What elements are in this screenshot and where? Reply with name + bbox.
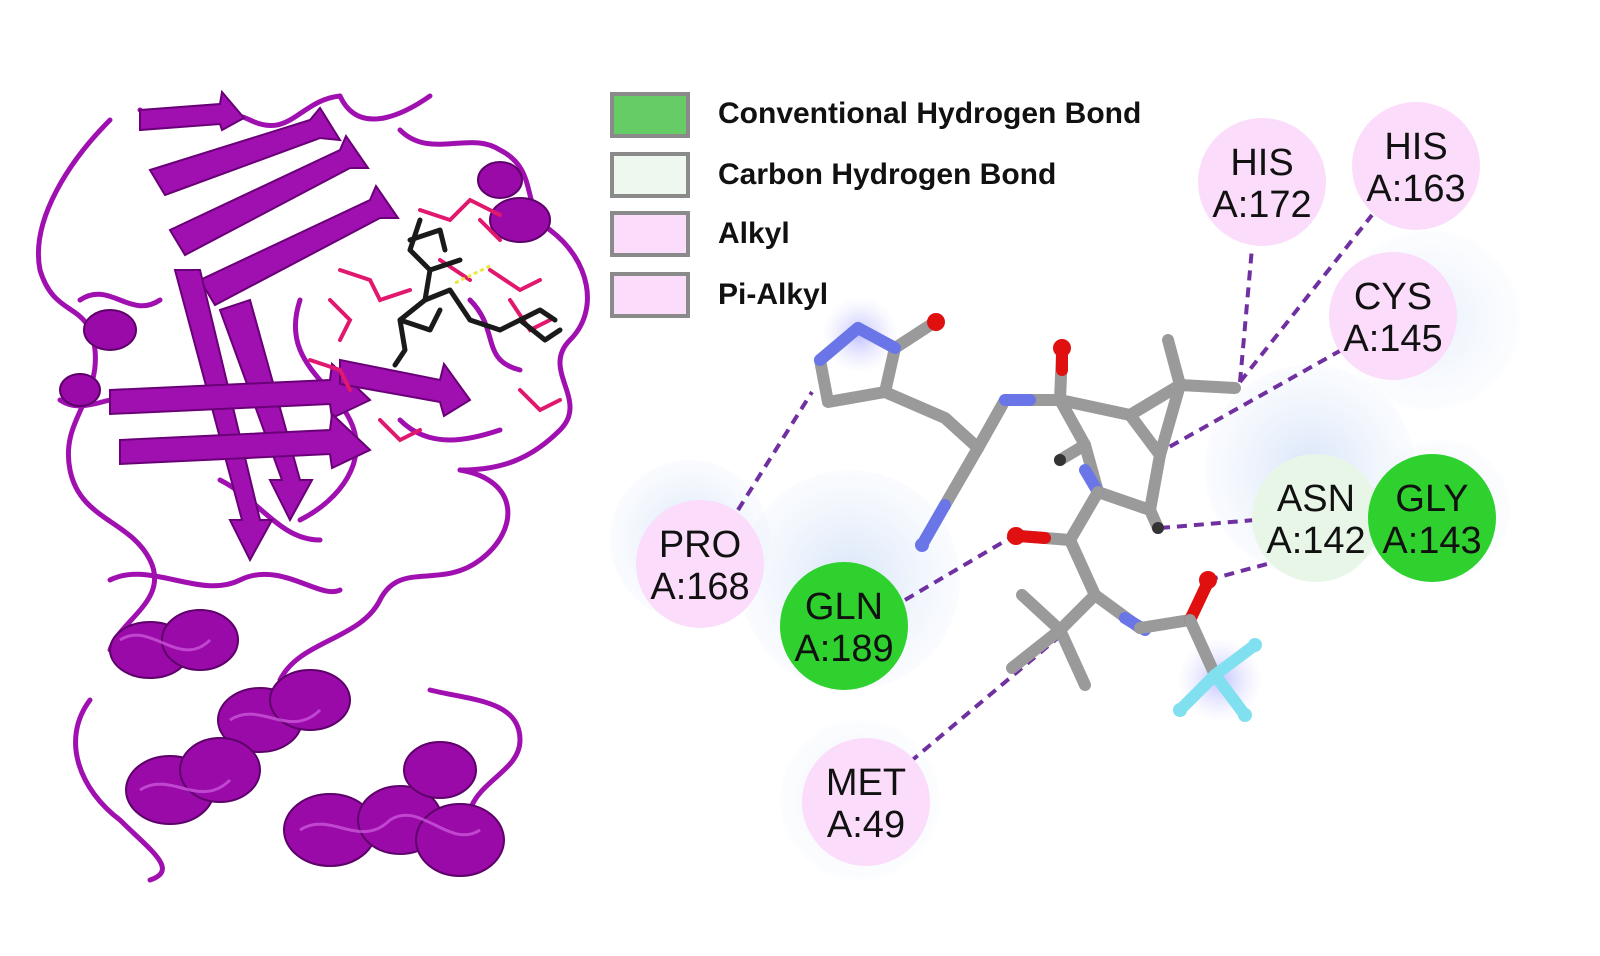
residue-disc (1368, 454, 1496, 582)
legend-label: Conventional Hydrogen Bond (718, 97, 1141, 130)
legend: Conventional Hydrogen Bond Carbon Hydrog… (610, 92, 1141, 318)
protein-ribbon-image (36, 89, 590, 883)
legend-swatch (610, 272, 690, 318)
residue-gly-143: GLY A:143 (1368, 454, 1496, 582)
ligand-3d (392, 217, 563, 368)
residue-his-172: HIS A:172 (1198, 118, 1326, 246)
residue-id: A:189 (794, 628, 893, 670)
residue-name: GLN (805, 586, 883, 628)
residue-name: PRO (659, 524, 741, 566)
legend-item-alkyl: Alkyl (610, 211, 790, 257)
legend-label: Pi-Alkyl (718, 278, 828, 311)
residue-pro-168: PRO A:168 (636, 500, 764, 628)
residue-name: CYS (1354, 276, 1432, 318)
residue-id: A:163 (1366, 168, 1465, 210)
legend-item-pi-alkyl: Pi-Alkyl (610, 272, 828, 318)
residue-name: MET (826, 762, 906, 804)
legend-label: Alkyl (718, 217, 790, 250)
residue-name: GLY (1395, 478, 1468, 520)
residue-disc (780, 562, 908, 690)
legend-label: Carbon Hydrogen Bond (718, 158, 1056, 191)
residue-id: A:145 (1343, 318, 1442, 360)
legend-item-conventional-hydrogen-bond: Conventional Hydrogen Bond (610, 92, 1141, 138)
residue-id: A:143 (1382, 520, 1481, 562)
interaction-diagram: HIS A:172 HIS A:163 CYS A:145 ASN A:142 … (610, 102, 1520, 880)
residue-met-49: MET A:49 (802, 738, 930, 866)
atom-caps (915, 313, 1262, 722)
residue-id: A:142 (1266, 520, 1365, 562)
residue-his-163: HIS A:163 (1352, 102, 1480, 230)
residue-id: A:49 (827, 804, 905, 846)
residue-disc (1198, 118, 1326, 246)
residue-name: ASN (1277, 478, 1355, 520)
residue-name: HIS (1384, 126, 1447, 168)
residue-disc (802, 738, 930, 866)
residue-name: HIS (1230, 142, 1293, 184)
residue-disc (1352, 102, 1480, 230)
legend-swatch (610, 152, 690, 198)
residue-disc (1329, 252, 1457, 380)
residue-disc (1252, 454, 1380, 582)
residue-cys-145: CYS A:145 (1329, 252, 1457, 380)
residue-asn-142: ASN A:142 (1252, 454, 1380, 582)
residue-disc (636, 500, 764, 628)
residue-id: A:168 (650, 566, 749, 608)
residue-gln-189: GLN A:189 (780, 562, 908, 690)
legend-swatch (610, 92, 690, 138)
residue-id: A:172 (1212, 184, 1311, 226)
legend-swatch (610, 211, 690, 257)
legend-item-carbon-hydrogen-bond: Carbon Hydrogen Bond (610, 152, 1056, 198)
